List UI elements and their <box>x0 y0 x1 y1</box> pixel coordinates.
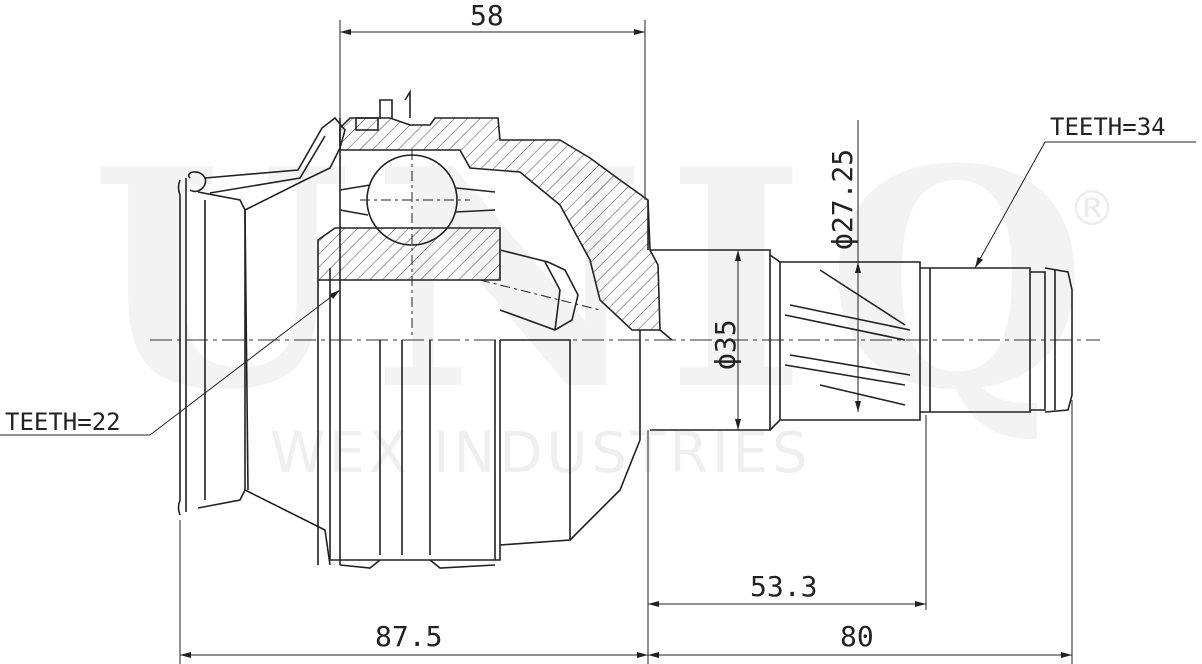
note-inner-teeth-label: TEETH=22 <box>5 408 121 436</box>
housing <box>317 89 771 569</box>
dimension-spline-diameter-label: ϕ27.25 <box>826 149 859 250</box>
note-outer-teeth: TEETH=34 <box>974 113 1196 269</box>
watermark-registered-mark: ® <box>1068 181 1116 237</box>
dimension-top-width: 58 <box>339 0 646 200</box>
dimension-spline-diameter: ϕ27.25 <box>826 120 861 412</box>
dimension-shaft-length-label: 80 <box>840 620 874 653</box>
note-inner-teeth: TEETH=22 <box>0 289 341 436</box>
tripod-assembly <box>339 150 601 335</box>
boot <box>177 116 346 566</box>
dimension-body-length: 87.5 <box>179 520 648 664</box>
dimension-shaft-length: 80 <box>648 400 1073 664</box>
dimension-spline-length-label: 53.3 <box>750 570 817 603</box>
dimension-spline-length: 53.3 <box>647 415 927 664</box>
dimension-body-length-label: 87.5 <box>375 620 442 653</box>
dimension-shaft-diameter: ϕ35 <box>709 250 742 430</box>
dimension-shaft-diameter-label: ϕ35 <box>709 319 742 370</box>
watermark-company: WEX INDUSTRIES <box>270 421 812 486</box>
spline-shaft <box>769 254 1073 431</box>
dimension-top-width-label: 58 <box>470 0 504 32</box>
note-outer-teeth-label: TEETH=34 <box>1050 113 1166 141</box>
